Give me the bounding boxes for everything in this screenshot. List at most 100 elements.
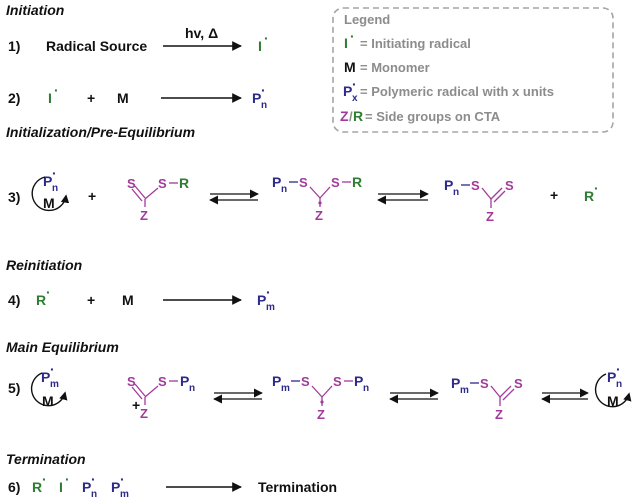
double-bond-line bbox=[493, 190, 506, 203]
radical-dot: · bbox=[616, 361, 621, 377]
thione-s: S bbox=[127, 374, 136, 389]
radical-dot: · bbox=[91, 471, 96, 487]
z-group: Z bbox=[315, 208, 323, 223]
r-group: R bbox=[179, 175, 189, 191]
subscript-n: n bbox=[453, 187, 459, 198]
subscript-m: m bbox=[281, 383, 290, 394]
leaving-radical: R bbox=[36, 292, 46, 308]
z-group: Z bbox=[140, 406, 148, 421]
reaction-conditions: hv, Δ bbox=[185, 25, 218, 41]
reaction-3: 3) P · n M + S S R Z P n S bbox=[8, 165, 599, 224]
radical-dot: · bbox=[261, 82, 266, 98]
radical-dot: · bbox=[120, 471, 125, 487]
section-main-equilibrium: Main Equilibrium bbox=[6, 339, 119, 355]
section-termination: Termination bbox=[6, 451, 86, 467]
legend-border bbox=[332, 7, 614, 133]
thio-s-right: S bbox=[331, 175, 340, 190]
legend-radical-dot: · bbox=[350, 28, 355, 44]
sc-bond-left bbox=[311, 385, 323, 398]
monomer: M bbox=[43, 195, 55, 211]
macro-cta-pn: S S P n Z bbox=[127, 373, 195, 421]
double-bond-line bbox=[502, 388, 515, 401]
polymeric-radical: P bbox=[257, 292, 266, 308]
legend-slash: / bbox=[349, 109, 353, 124]
double-bond-line bbox=[490, 187, 503, 200]
z-group: Z bbox=[486, 209, 494, 224]
sc-bond-left bbox=[309, 186, 321, 199]
section-initiation: Initiation bbox=[6, 2, 64, 18]
polymeric-radical-m: P bbox=[111, 479, 120, 495]
legend-monomer-label: = Monomer bbox=[360, 60, 430, 75]
legend: Legend I · = Initiating radical M = Mono… bbox=[332, 7, 614, 133]
radical-source: Radical Source bbox=[46, 38, 147, 54]
double-bond-line bbox=[131, 188, 143, 202]
legend-title: Legend bbox=[344, 12, 390, 27]
macro-cta: P n S S Z bbox=[444, 177, 514, 224]
propagation-loop-arrow bbox=[594, 373, 632, 408]
thione-s: S bbox=[505, 178, 514, 193]
reaction-2: 2) I · + M P · n bbox=[8, 82, 267, 111]
radical-dot: · bbox=[52, 165, 57, 181]
r-group: R bbox=[352, 174, 362, 190]
legend-side-groups-label: = Side groups on CTA bbox=[365, 109, 501, 124]
legend-polymer-symbol: P bbox=[343, 83, 352, 99]
subscript-n: n bbox=[363, 383, 369, 394]
subscript-m: m bbox=[266, 302, 275, 313]
thio-s: S bbox=[158, 176, 167, 191]
thione-s: S bbox=[514, 376, 523, 391]
subscript-n: n bbox=[189, 383, 195, 394]
section-pre-equilibrium: Initialization/Pre-Equilibrium bbox=[6, 124, 195, 140]
thione-s: S bbox=[127, 176, 136, 191]
plus-sign: + bbox=[88, 188, 96, 204]
step-number: 3) bbox=[8, 189, 20, 205]
cs-bond bbox=[144, 187, 159, 200]
plus-sign: + bbox=[87, 90, 95, 106]
radical-dot: · bbox=[264, 30, 269, 46]
step-number: 5) bbox=[8, 380, 20, 396]
main-intermediate-radical: P m S S P n Z bbox=[272, 373, 369, 422]
radical-dot: · bbox=[42, 471, 47, 487]
thio-s-right: S bbox=[333, 374, 342, 389]
subscript-m: m bbox=[120, 489, 129, 499]
polymeric-radical-n: P bbox=[82, 479, 91, 495]
thio-s: S bbox=[158, 374, 167, 389]
polymeric-radical: P bbox=[41, 369, 50, 385]
subscript-n: n bbox=[91, 489, 97, 499]
plus-sign: + bbox=[87, 292, 95, 308]
subscript-m: m bbox=[460, 385, 469, 396]
z-group: Z bbox=[317, 407, 325, 422]
step-number: 4) bbox=[8, 292, 20, 308]
subscript-n: n bbox=[52, 183, 58, 194]
thio-s-left: S bbox=[299, 175, 308, 190]
reaction-5: 5) P · m M + S S P n Z P m S bbox=[8, 361, 632, 422]
intermediate-radical: P n S S R Z bbox=[272, 174, 362, 223]
double-bond-line bbox=[499, 385, 512, 398]
polymer-chain: P bbox=[444, 177, 453, 193]
legend-polymeric-radical-label: = Polymeric radical with x units bbox=[360, 84, 554, 99]
section-reinitiation: Reinitiation bbox=[6, 257, 82, 273]
step-number: 6) bbox=[8, 479, 20, 495]
legend-polymer-subscript: x bbox=[352, 93, 358, 104]
radical-dot: · bbox=[266, 284, 271, 300]
legend-r-symbol: R bbox=[353, 108, 363, 124]
cs-bond bbox=[144, 385, 159, 398]
thio-s-left: S bbox=[301, 374, 310, 389]
legend-monomer-symbol: M bbox=[344, 59, 356, 75]
monomer: M bbox=[42, 393, 54, 409]
radical-dot: · bbox=[54, 82, 59, 98]
reaction-1: 1) Radical Source hv, Δ I · bbox=[8, 25, 269, 54]
sc-bond bbox=[481, 187, 492, 200]
monomer: M bbox=[122, 292, 134, 308]
initiating-radical: I bbox=[48, 90, 52, 106]
propagation-loop-arrow bbox=[31, 176, 70, 212]
radical-dot: · bbox=[46, 284, 51, 300]
leaving-radical: R bbox=[32, 479, 42, 495]
polymeric-radical: P bbox=[252, 90, 261, 106]
sc-bond-right bbox=[319, 186, 331, 199]
double-bond-line bbox=[134, 185, 146, 199]
step-number: 1) bbox=[8, 38, 20, 54]
sc-bond-right bbox=[321, 385, 333, 398]
polymeric-radical: P bbox=[43, 173, 52, 189]
legend-z-symbol: Z bbox=[340, 108, 349, 124]
double-bond-line bbox=[134, 383, 146, 397]
